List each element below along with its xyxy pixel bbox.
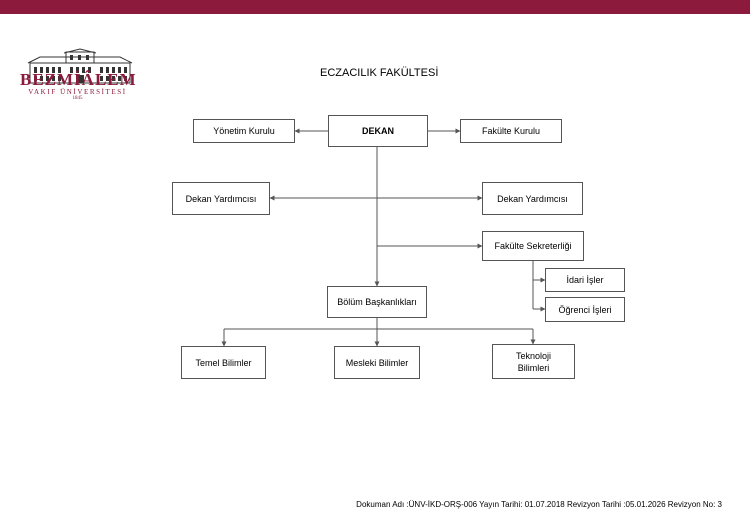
node-temel-bilimler: Temel Bilimler — [181, 346, 266, 379]
logo-subtitle: VAKIF ÜNİVERSİTESİ — [28, 88, 127, 96]
node-yonetim-kurulu: Yönetim Kurulu — [193, 119, 295, 143]
node-fakulte-sekreterligi: Fakülte Sekreterliği — [482, 231, 584, 261]
university-logo-icon — [27, 48, 133, 84]
node-dekan-yardimcisi-left: Dekan Yardımcısı — [172, 182, 270, 215]
node-mesleki-bilimler: Mesleki Bilimler — [334, 346, 420, 379]
node-dekan: DEKAN — [328, 115, 428, 147]
node-idari-isler: İdari İşler — [545, 268, 625, 292]
logo-year: 1845 — [72, 96, 83, 101]
node-teknoloji-bilimleri: Teknoloji Bilimleri — [492, 344, 575, 379]
footer-document-info: Dokuman Adı :ÜNV-İKD-ORŞ-006 Yayın Tarih… — [356, 500, 722, 509]
top-bar — [0, 0, 750, 14]
node-ogrenci-isleri: Öğrenci İşleri — [545, 297, 625, 322]
logo-name: BEZMİÂLEM — [20, 70, 137, 89]
node-dekan-yardimcisi-right: Dekan Yardımcısı — [482, 182, 583, 215]
node-bolum-baskanliklari: Bölüm Başkanlıkları — [327, 286, 427, 318]
node-fakulte-kurulu: Fakülte Kurulu — [460, 119, 562, 143]
page-title: ECZACILIK FAKÜLTESİ — [320, 67, 439, 79]
